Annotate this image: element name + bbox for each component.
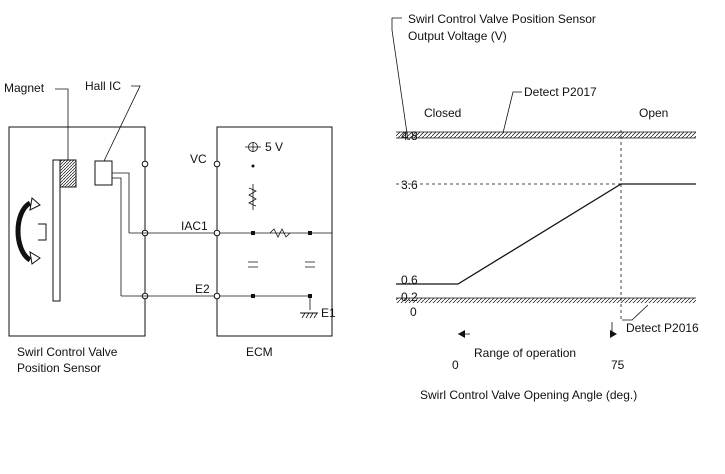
ecm-box bbox=[216, 126, 333, 337]
detect-low-leader bbox=[622, 304, 649, 321]
magnet-label: Magnet bbox=[4, 81, 45, 95]
closed-label: Closed bbox=[424, 106, 461, 120]
e2-label: E2 bbox=[195, 282, 210, 296]
detect-low-band bbox=[396, 298, 696, 303]
ecm-block bbox=[213, 126, 333, 337]
hall-ic-label: Hall IC bbox=[85, 79, 121, 93]
sensor-block bbox=[8, 85, 149, 337]
ecm-terminal-e2 bbox=[213, 292, 221, 300]
ground-label: E1 bbox=[321, 306, 336, 320]
range-label: Range of operation bbox=[474, 346, 576, 360]
ground-icon bbox=[300, 312, 318, 319]
y-tick-4-8: 4.8 bbox=[401, 129, 418, 143]
xlabel: Swirl Control Valve Opening Angle (deg.) bbox=[420, 388, 637, 402]
graph bbox=[391, 17, 696, 338]
output-voltage-line bbox=[396, 183, 696, 285]
y-tick-0-2: 0.2 bbox=[401, 290, 418, 304]
y-tick-0: 0 bbox=[410, 305, 417, 319]
iac1-label: IAC1 bbox=[181, 219, 208, 233]
sensor-caption-2: Position Sensor bbox=[17, 361, 101, 375]
detect-high-label: Detect P2017 bbox=[524, 85, 597, 99]
detect-high-band bbox=[396, 132, 696, 138]
supply-label: 5 V bbox=[265, 140, 283, 154]
vc-label: VC bbox=[190, 152, 207, 166]
ylabel-line2: Output Voltage (V) bbox=[408, 29, 507, 43]
sensor-box bbox=[8, 126, 146, 337]
hall-ic-leader bbox=[103, 85, 141, 162]
x-tick-0: 0 bbox=[452, 358, 459, 372]
open-label: Open bbox=[639, 106, 668, 120]
ylabel-leader bbox=[391, 17, 409, 141]
magnet bbox=[59, 159, 77, 188]
magnet-bar bbox=[52, 159, 61, 302]
y-tick-3-6: 3.6 bbox=[401, 178, 418, 192]
sensor-terminal-vc bbox=[141, 160, 149, 168]
rotation-arrow-icon bbox=[15, 197, 47, 265]
detect-high-leader bbox=[502, 91, 522, 134]
ylabel-line1: Swirl Control Valve Position Sensor bbox=[408, 12, 596, 26]
y-tick-0-6: 0.6 bbox=[401, 273, 418, 287]
magnet-leader bbox=[55, 88, 69, 160]
range-left-arrow-icon bbox=[458, 330, 465, 338]
sensor-caption-1: Swirl Control Valve bbox=[17, 345, 118, 359]
hall-ic bbox=[94, 160, 113, 186]
range-right-arrow-icon bbox=[610, 330, 617, 338]
ecm-caption: ECM bbox=[246, 345, 273, 359]
signal-resistor-icon bbox=[269, 228, 291, 238]
hall-wire-signal bbox=[112, 172, 130, 233]
ecm-terminal-vc bbox=[213, 160, 221, 168]
detect-low-label: Detect P2016 bbox=[626, 321, 699, 335]
supply-icon bbox=[245, 142, 261, 152]
x-tick-75: 75 bbox=[611, 358, 625, 372]
pullup-resistor-icon bbox=[248, 184, 257, 210]
hall-wire-ground bbox=[112, 177, 122, 296]
ecm-terminal-iac1 bbox=[213, 229, 221, 237]
